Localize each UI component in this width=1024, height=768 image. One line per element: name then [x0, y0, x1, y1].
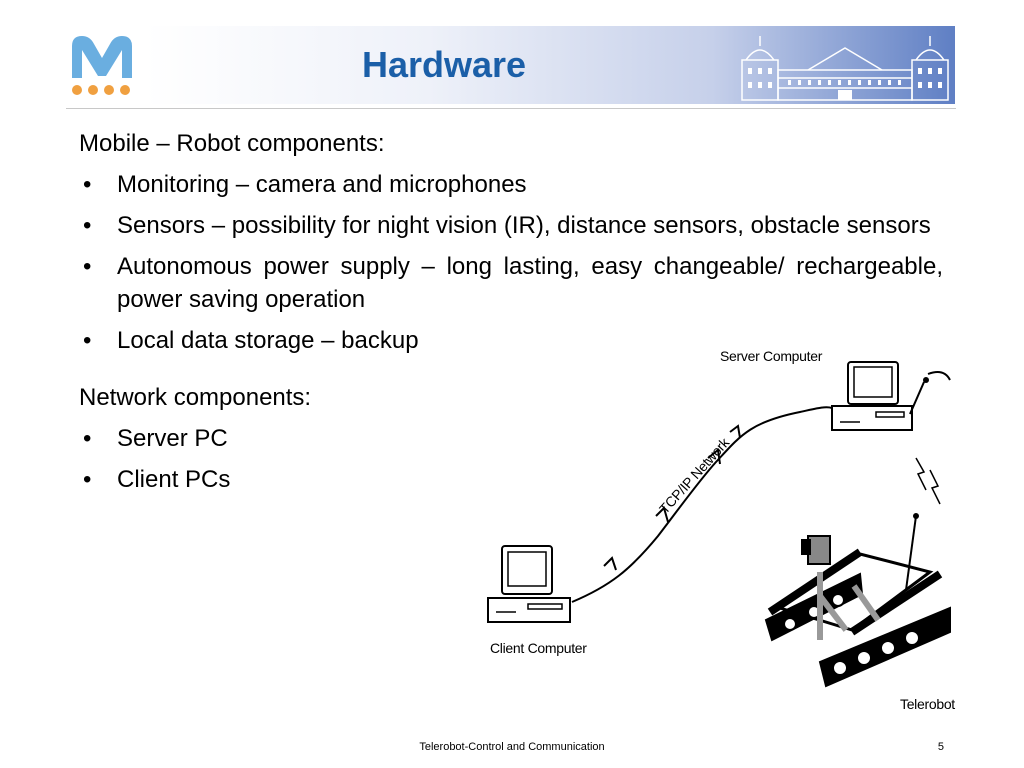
- client-computer-label: Client Computer: [490, 640, 587, 656]
- network-components-heading: Network components:: [79, 384, 312, 411]
- list-item: Autonomous power supply – long lasting, …: [79, 250, 943, 316]
- footer-text: Telerobot-Control and Communication: [419, 741, 605, 753]
- network-link: [571, 406, 833, 603]
- university-logo: [72, 36, 132, 95]
- header-divider: [66, 108, 956, 109]
- server-computer-label: Server Computer: [720, 348, 823, 364]
- network-diagram: Server Computer Client Computer TCP/IP N…: [480, 340, 970, 720]
- list-item: Local data storage – backup: [79, 324, 943, 357]
- client-case-icon: [487, 597, 571, 623]
- list-item: Monitoring – camera and microphones: [79, 168, 943, 201]
- page-title: Hardware: [361, 44, 527, 85]
- list-item: Sensors – possibility for night vision (…: [79, 209, 943, 242]
- building-icon: [741, 36, 949, 101]
- server-case-icon: [831, 405, 913, 431]
- mobile-components-heading: Mobile – Robot components:: [79, 130, 385, 157]
- list-item: Server PC: [79, 422, 943, 455]
- server-monitor-icon: [847, 361, 899, 405]
- telerobot-label: Telerobot: [900, 696, 955, 712]
- page-number: 5: [937, 741, 944, 753]
- header-band: [145, 26, 955, 104]
- diagram-drawing: [487, 361, 951, 688]
- list-item: Client PCs: [79, 463, 943, 496]
- client-monitor-icon: [501, 545, 553, 595]
- telerobot-icon: [764, 535, 951, 688]
- slide-content: Mobile – Robot components: Monitoring – …: [79, 127, 943, 496]
